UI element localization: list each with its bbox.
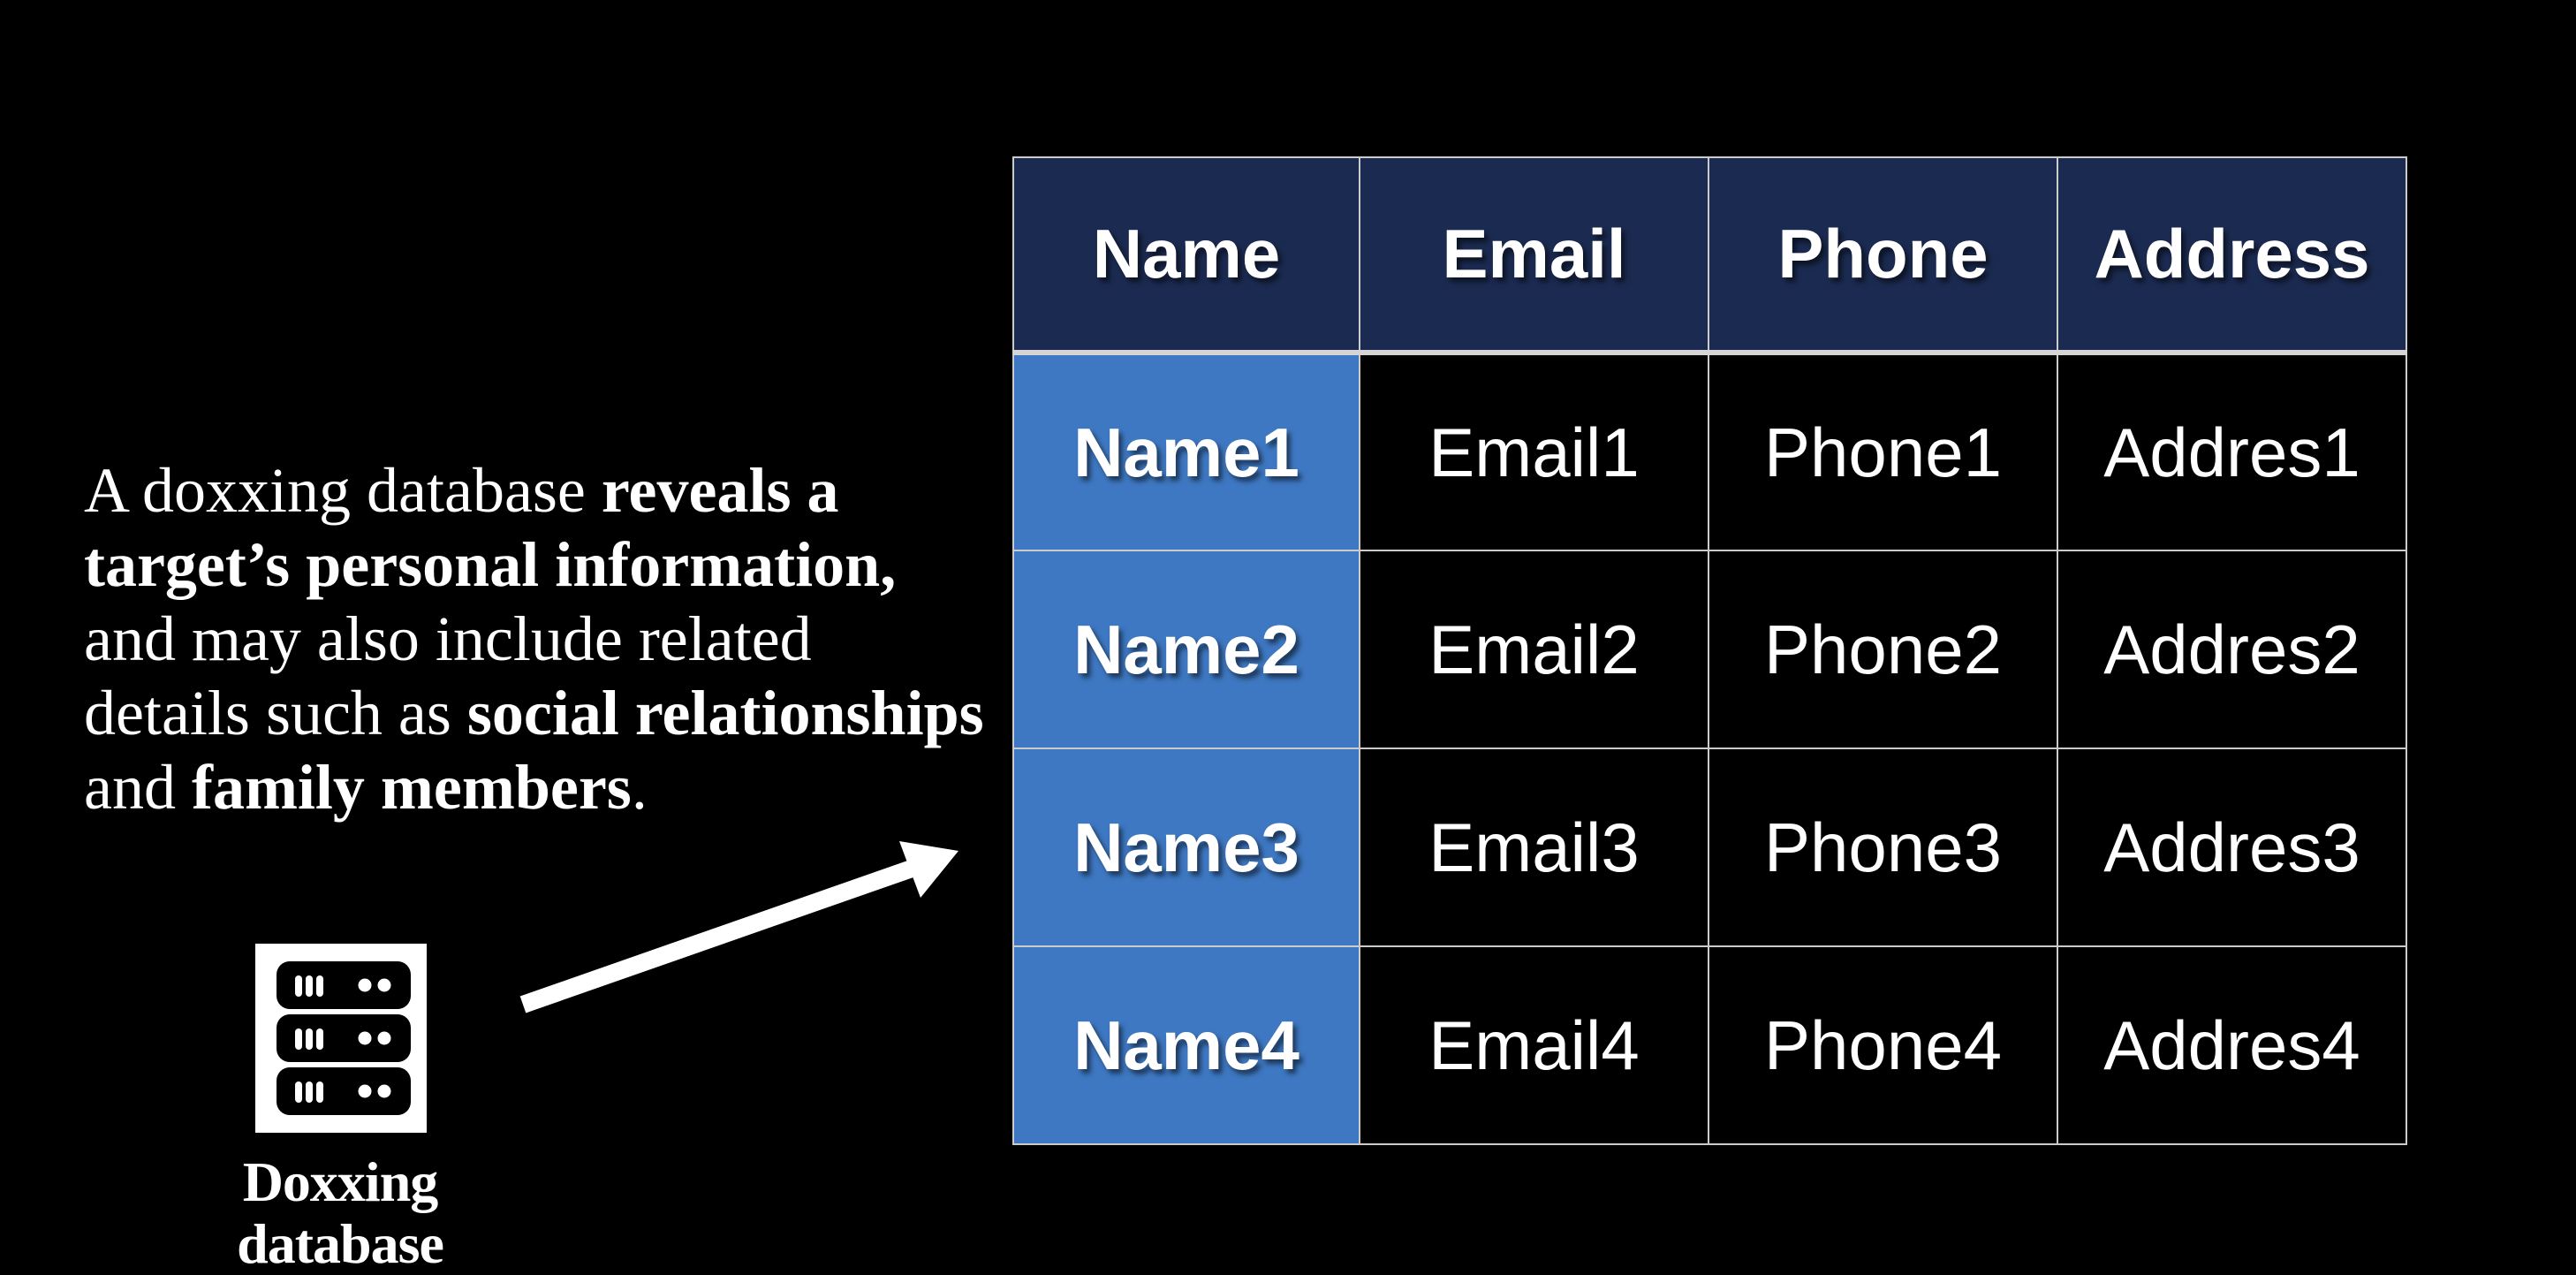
column-header-phone: Phone <box>1708 156 2058 355</box>
table-cell: Email3 <box>1359 748 1709 947</box>
table-cell: Addres4 <box>2057 945 2407 1145</box>
table-row: Name3 Email3 Phone3 Addres3 <box>1012 748 2407 947</box>
description-line: and family members. <box>84 750 984 824</box>
table-cell: Email4 <box>1359 945 1709 1145</box>
text-run-bold: family members <box>191 752 632 823</box>
name-cell: Name4 <box>1012 945 1360 1145</box>
table-row: Name2 Email2 Phone2 Addres2 <box>1012 550 2407 749</box>
description-line: A doxxing database reveals a <box>84 453 984 527</box>
doxxing-data-table: Name Email Phone Address Name1 Email1 Ph… <box>1012 156 2407 1145</box>
column-header-name: Name <box>1012 156 1360 355</box>
table-cell: Email1 <box>1359 352 1709 551</box>
table-cell: Addres2 <box>2057 550 2407 749</box>
description-line: details such as social relationships <box>84 676 984 750</box>
doxxing-diagram-canvas: { "colors": { "background": "#000000", "… <box>84 156 2407 1275</box>
description-line: and may also include related <box>84 602 984 676</box>
table-cell: Addres3 <box>2057 748 2407 947</box>
table-cell: Addres1 <box>2057 352 2407 551</box>
table-cell: Email2 <box>1359 550 1709 749</box>
table-row: Name1 Email1 Phone1 Addres1 <box>1012 352 2407 551</box>
description-text: A doxxing database reveals a target’s pe… <box>84 453 984 824</box>
text-run: and may also include related <box>84 603 812 674</box>
text-run: . <box>631 752 648 823</box>
text-run: details such as <box>84 678 467 748</box>
text-run: A doxxing database <box>84 455 602 526</box>
text-run: and <box>84 752 192 823</box>
name-cell: Name1 <box>1012 352 1360 551</box>
table-cell: Phone2 <box>1708 550 2058 749</box>
name-cell: Name3 <box>1012 748 1360 947</box>
table-cell: Phone3 <box>1708 748 2058 947</box>
text-run-bold: social relationships <box>466 678 984 748</box>
doxxing-database-label: Doxxing database <box>237 1150 444 1275</box>
text-run-bold: reveals a <box>601 455 839 526</box>
column-header-address: Address <box>2057 156 2407 355</box>
table-cell: Phone1 <box>1708 352 2058 551</box>
name-cell: Name2 <box>1012 550 1360 749</box>
column-header-email: Email <box>1359 156 1709 355</box>
table-row: Name4 Email4 Phone4 Addres4 <box>1012 945 2407 1145</box>
description-line: target’s personal information, <box>84 527 984 602</box>
table-cell: Phone4 <box>1708 945 2058 1145</box>
text-run-bold: target’s personal information, <box>84 529 897 600</box>
server-stack-icon <box>255 944 427 1133</box>
table-header-row: Name Email Phone Address <box>1012 156 2407 355</box>
